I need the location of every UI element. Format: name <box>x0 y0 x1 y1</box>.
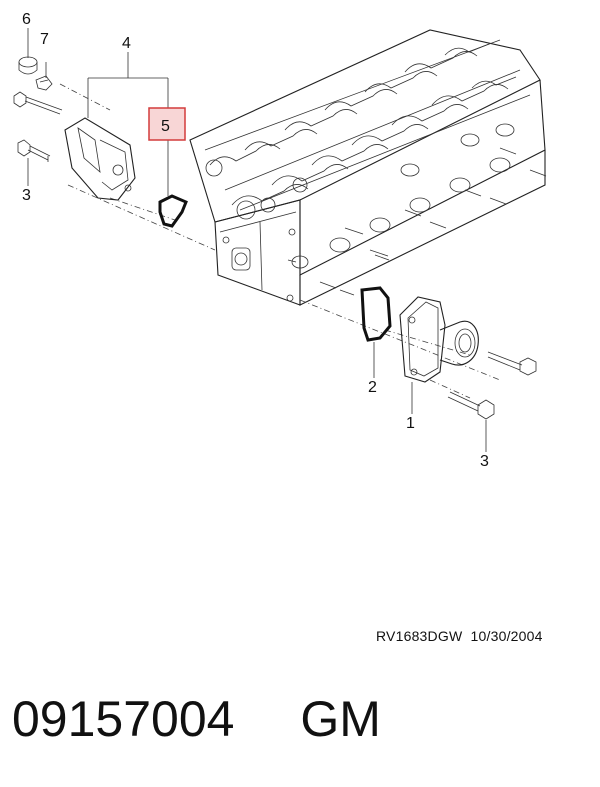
callout-2: 2 <box>368 379 377 396</box>
reference-label: RV1683DGW 10/30/2004 <box>376 628 543 644</box>
callout-7: 7 <box>40 31 49 48</box>
bolt-upper-left <box>13 91 63 115</box>
reference-date: 10/30/2004 <box>470 628 543 644</box>
callout-1: 1 <box>406 415 415 432</box>
callout-3-left: 3 <box>22 187 31 204</box>
cylinder-head <box>189 29 547 306</box>
callout-4: 4 <box>122 35 131 52</box>
brand-name: GM <box>300 691 381 747</box>
callout-6: 6 <box>22 11 31 28</box>
part-6-cap <box>18 56 38 75</box>
callout-3-right: 3 <box>480 453 489 470</box>
bolt-3-lower-right <box>447 391 495 420</box>
part-5-gasket <box>158 194 188 228</box>
bolt-right <box>487 351 537 376</box>
leader-lines <box>27 28 487 452</box>
part-1-water-outlet <box>399 296 479 383</box>
part-number: 09157004 <box>12 691 235 747</box>
part-4-housing <box>64 117 136 201</box>
part-5-highlight-box <box>148 107 186 141</box>
footer-part-info: 09157004 GM <box>12 690 381 748</box>
bolt-3-left <box>17 139 51 162</box>
assembly-centerlines <box>59 83 501 399</box>
part-2-gasket <box>360 286 392 342</box>
callout-5: 5 <box>161 118 170 135</box>
reference-code: RV1683DGW <box>376 628 463 644</box>
part-7-clip <box>35 75 53 91</box>
